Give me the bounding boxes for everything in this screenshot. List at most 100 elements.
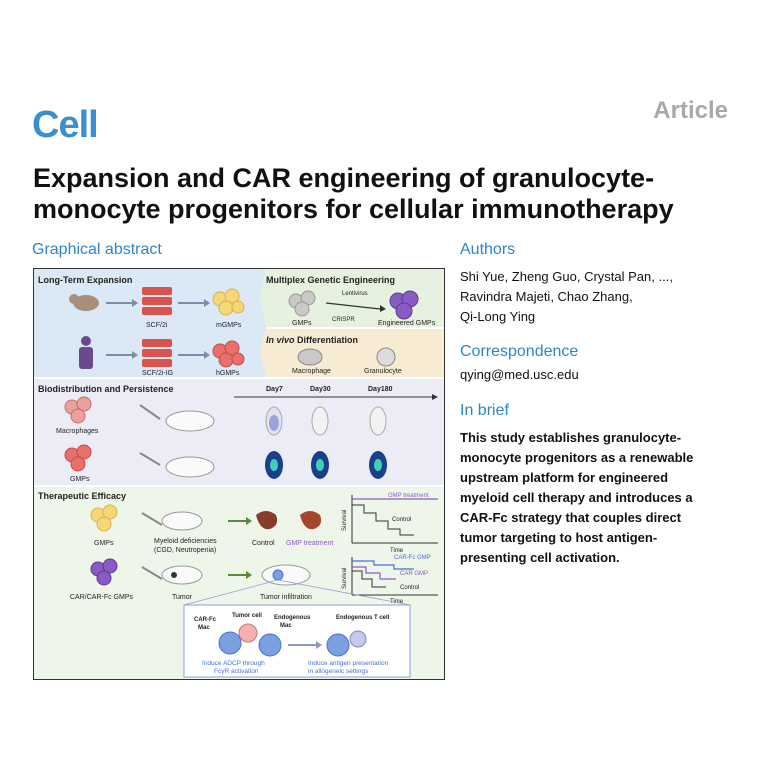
gmps-yellow-cluster-icon — [90, 504, 118, 532]
tumor-infiltration-label: Tumor infiltration — [260, 594, 312, 601]
in-brief-line: tumor targeting to host antigen- — [460, 530, 658, 545]
in-brief-line: monocyte progenitors as a renewable — [460, 450, 694, 465]
mouse-body-icon — [261, 564, 311, 586]
adcp-label-2: FcγR activation — [214, 668, 259, 675]
hgmp-cluster-icon — [212, 340, 245, 368]
hgmps-label: hGMPs — [216, 370, 240, 377]
zoom-line — [183, 579, 279, 606]
tumor-cell-label: Tumor cell — [232, 613, 262, 619]
mgmp-cluster-icon — [212, 288, 245, 316]
gmp-treatment-label: GMP treatment — [286, 540, 333, 547]
arrow-head-icon — [132, 351, 138, 359]
granulocyte-label: Granulocyte — [364, 368, 402, 375]
arrow-head-icon — [204, 299, 210, 307]
myeloid-label-2: (CGD, Neutropenia) — [154, 547, 216, 554]
granulocyte-icon — [376, 347, 396, 367]
gmps-label: GMPs — [292, 320, 312, 327]
in-brief-text: This study establishes granulocyte- mono… — [460, 428, 750, 568]
authors-list: Shi Yue, Zheng Guo, Crystal Pan, ..., Ra… — [460, 267, 750, 327]
control-graph-label: Control — [392, 517, 411, 523]
liver-treated-icon — [300, 511, 322, 530]
engineered-label: Engineered GMPs — [378, 320, 436, 327]
macrophages-cluster-icon — [64, 396, 92, 424]
carfc-gmp-label: CAR-Fc GMP — [394, 555, 431, 561]
car-gmps-cluster-icon — [90, 558, 118, 586]
in-brief-line: myeloid cell therapy and introduces a — [460, 490, 693, 505]
endo-t-label: Endogenous T cell — [336, 615, 390, 621]
syringe-icon — [141, 512, 163, 526]
article-title: Expansion and CAR engineering of granulo… — [33, 163, 674, 224]
liver-control-icon — [256, 511, 278, 530]
flask-stack-icon — [142, 339, 172, 367]
graphical-abstract-svg: Long-Term Expansion Multiplex Genetic En… — [34, 269, 444, 679]
syringe-icon — [139, 404, 161, 420]
gmps2-label: GMPs — [70, 476, 90, 483]
tumor-icon — [171, 572, 177, 578]
lentivirus-label: Lentivirus — [342, 291, 368, 297]
in-brief-line: presenting cell activation. — [460, 550, 620, 565]
long-term-heading: Long-Term Expansion — [38, 275, 132, 285]
control-label: Control — [252, 540, 275, 547]
graphical-abstract-figure: Long-Term Expansion Multiplex Genetic En… — [33, 268, 445, 680]
apc-cell-icon — [326, 633, 350, 657]
day180-label: Day180 — [368, 386, 393, 393]
endo-mac-label-1: Endogenous — [274, 615, 311, 621]
human-icon — [79, 336, 93, 369]
survival-graph-2 — [351, 557, 438, 596]
graphical-abstract-heading: Graphical abstract — [32, 241, 162, 258]
macrophage-icon — [297, 348, 323, 366]
tumor-label: Tumor — [172, 594, 193, 601]
engineered-gmp-icon — [389, 290, 419, 320]
arrow-head-icon — [246, 517, 252, 525]
mgmps-label: mGMPs — [216, 322, 242, 329]
gmp-treatment-graph-label: GMP treatment — [388, 493, 429, 499]
biodistribution-heading: Biodistribution and Persistence — [38, 384, 174, 394]
arrow-head-icon — [246, 571, 252, 579]
authors-line: Qi-Long Ying — [460, 309, 536, 324]
arrow-icon — [325, 302, 381, 310]
survival-label: Survival — [342, 510, 348, 531]
therapeutic-heading: Therapeutic Efficacy — [38, 491, 126, 501]
crispr-label: CRISPR — [332, 317, 355, 323]
tumor-zoom-icon — [272, 569, 284, 581]
mouse-silhouette-day30 — [311, 406, 329, 436]
time2-label: Time — [390, 599, 404, 605]
mouse-icon — [73, 295, 99, 311]
imaging-mouse-day7 — [265, 451, 283, 479]
macrophages-label: Macrophages — [56, 428, 99, 435]
gmps3-label: GMPs — [94, 540, 114, 547]
antigen-label-1: Induce antigen presentation — [308, 660, 389, 667]
scf2iig-label: SCF/2i-IG — [142, 370, 173, 377]
syringe-icon — [139, 452, 161, 466]
scf2i-label: SCF/2i — [146, 322, 168, 329]
in-vivo-heading: In vivo Differentiation — [266, 335, 358, 345]
macrophage-label: Macrophage — [292, 368, 331, 375]
mouse-body-icon — [165, 410, 215, 432]
mouse-silhouette-day180 — [369, 406, 387, 436]
arrow-head-icon — [316, 641, 322, 649]
imaging-mouse-day180 — [369, 451, 387, 479]
correspondence-email[interactable]: qying@med.usc.edu — [460, 367, 579, 382]
timeline-arrow-icon — [432, 394, 438, 400]
antigen-label-2: in allogeneic settings — [308, 668, 369, 675]
car-gmps-label: CAR/CAR-Fc GMPs — [70, 594, 134, 601]
in-brief-line: upstream platform for engineered — [460, 470, 669, 485]
imaging-mouse-day30 — [311, 451, 329, 479]
tumor-cell-icon — [238, 623, 258, 643]
mouse-body-icon — [161, 511, 203, 531]
adcp-label-1: Induce ADCP through — [202, 660, 265, 667]
flask-stack-icon — [142, 287, 172, 315]
gmps-red-cluster-icon — [64, 444, 92, 472]
authors-line: Shi Yue, Zheng Guo, Crystal Pan, ..., — [460, 269, 673, 284]
time-label: Time — [390, 548, 404, 554]
correspondence-heading: Correspondence — [460, 343, 579, 360]
day7-label: Day7 — [266, 386, 283, 393]
endo-mac-cell-icon — [258, 633, 282, 657]
in-brief-line: CAR-Fc strategy that couples direct — [460, 510, 682, 525]
article-type-label: Article — [653, 97, 728, 124]
gmp-cluster-icon — [288, 290, 316, 317]
authors-line: Ravindra Majeti, Chao Zhang, — [460, 289, 633, 304]
myeloid-label-1: Myeloid deficiencies — [154, 538, 217, 545]
zoom-line — [277, 579, 411, 606]
mouse-body-icon — [161, 565, 203, 585]
